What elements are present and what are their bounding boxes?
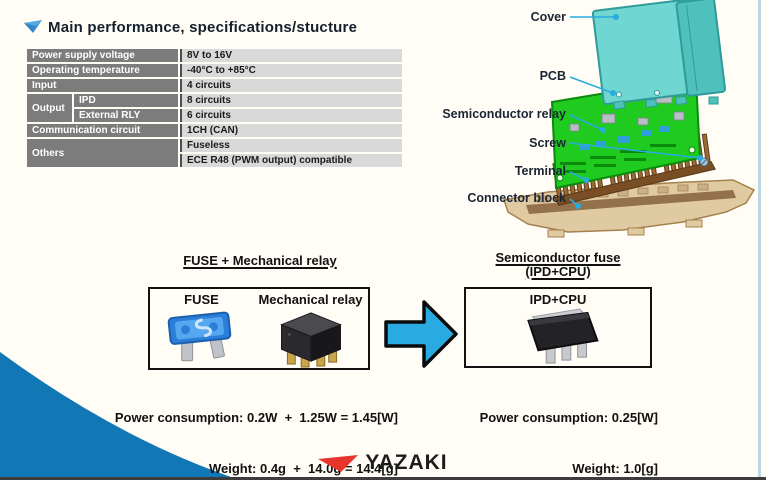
mechanical-relay-image bbox=[279, 312, 342, 368]
table-row: ECE R48 (PWM output) compatible bbox=[27, 154, 402, 167]
leader-dots bbox=[575, 14, 703, 209]
corner-wedge-decoration bbox=[0, 352, 240, 480]
diagram-label-terminal: Terminal bbox=[514, 164, 566, 178]
brand-name: YAZAKI bbox=[365, 451, 448, 474]
spec-value: 4 circuits bbox=[180, 79, 402, 92]
device-exploded-drawing bbox=[503, 0, 756, 238]
arrow-right-icon bbox=[384, 300, 458, 368]
spec-value: 8V to 16V bbox=[180, 49, 402, 62]
spec-value: 1CH (CAN) bbox=[180, 124, 402, 137]
spec-value: 6 circuits bbox=[180, 109, 402, 122]
cover-clip-drawing bbox=[708, 96, 719, 105]
left-comparison-box: FUSE Mechanical relay bbox=[148, 287, 370, 370]
table-row: Power supply voltage 8V to 16V bbox=[27, 49, 402, 62]
left-consumption-text: Power consumption: 0.2W + 1.25W = 1.45[W… bbox=[55, 375, 398, 480]
right-comparison-box: IPD+CPU bbox=[464, 287, 652, 368]
right-edge-line bbox=[758, 0, 761, 480]
page-title-row: Main performance, specifications/stuctur… bbox=[24, 19, 357, 36]
spec-value: ECE R48 (PWM output) compatible bbox=[180, 154, 402, 167]
right-consumption-text: Power consumption: 0.25[W] Weight: 1.0[g… bbox=[428, 375, 658, 480]
table-row: Input 4 circuits bbox=[27, 79, 402, 92]
page-title: Main performance, specifications/stuctur… bbox=[48, 19, 358, 36]
fuse-image bbox=[167, 311, 231, 362]
diagram-label-semiconductor-relay: Semiconductor relay bbox=[442, 107, 566, 121]
blue-flag-icon bbox=[24, 20, 42, 33]
diagram-label-cover: Cover bbox=[530, 10, 566, 24]
left-power-line: Power consumption: 0.2W + 1.25W = 1.45[W… bbox=[114, 410, 398, 425]
table-row: Others Fuseless bbox=[27, 139, 402, 167]
relay-label: Mechanical relay bbox=[258, 292, 363, 307]
relay-column: Mechanical relay bbox=[253, 289, 368, 368]
spec-table: Power supply voltage 8V to 16V Operating… bbox=[25, 47, 404, 169]
leader-lines bbox=[569, 16, 701, 207]
table-row: External RLY 6 circuits bbox=[27, 109, 402, 122]
ipd-cpu-label: IPD+CPU bbox=[529, 292, 587, 307]
spec-label: Output bbox=[27, 94, 72, 122]
right-power-line: Power consumption: 0.25[W] bbox=[479, 410, 658, 425]
semiconductor-relay-chips bbox=[580, 126, 669, 150]
spec-label: Operating temperature bbox=[27, 64, 178, 77]
transition-arrow bbox=[383, 295, 459, 378]
spec-value: -40°C to +85°C bbox=[180, 64, 402, 77]
spec-value: 8 circuits bbox=[180, 94, 402, 107]
right-weight-line: Weight: 1.0[g] bbox=[572, 461, 658, 476]
cover-drawing bbox=[591, 0, 727, 110]
spec-label: Input bbox=[27, 79, 178, 92]
right-comparison-title: Semiconductor fuse (IPD+CPU) bbox=[495, 250, 621, 279]
spec-label: Communication circuit bbox=[27, 124, 178, 137]
fuse-label: FUSE bbox=[184, 292, 219, 307]
spec-value: Fuseless bbox=[180, 139, 402, 152]
yazaki-arrow-icon bbox=[318, 454, 359, 472]
diagram-label-connector-block: Connector block bbox=[467, 191, 566, 205]
diagram-label-pcb: PCB bbox=[539, 69, 566, 83]
bottom-edge-line bbox=[0, 477, 766, 480]
diagram-label-screw: Screw bbox=[529, 136, 566, 150]
left-comparison-title: FUSE + Mechanical relay bbox=[183, 253, 337, 268]
spec-label: Power supply voltage bbox=[27, 49, 178, 62]
spec-sublabel: External RLY bbox=[74, 109, 178, 122]
spec-sublabel: IPD bbox=[74, 94, 178, 107]
ipd-package-image bbox=[527, 308, 599, 364]
fuse-column: FUSE bbox=[150, 289, 253, 368]
spec-label: Others bbox=[27, 139, 178, 167]
table-row: Communication circuit 1CH (CAN) bbox=[27, 124, 402, 137]
exploded-diagram: Cover PCB Semiconductor relay Screw Term… bbox=[428, 0, 766, 242]
table-row: Operating temperature -40°C to +85°C bbox=[27, 64, 402, 77]
yazaki-logo: YAZAKI bbox=[0, 451, 766, 475]
table-row: Output IPD 8 circuits bbox=[27, 94, 402, 122]
